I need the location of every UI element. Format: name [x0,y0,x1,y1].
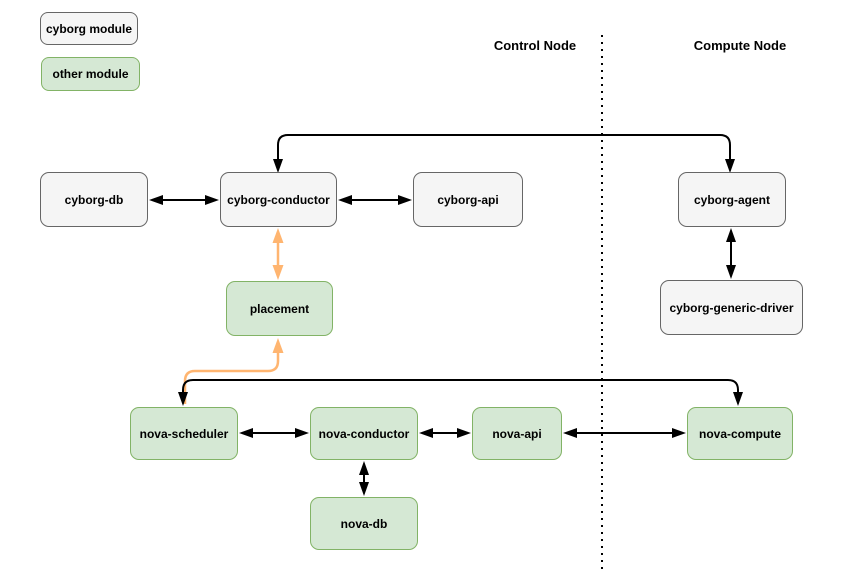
edge-nova-scheduler-nova-compute [178,379,743,406]
edge-cyborg-conductor-placement [272,228,284,280]
edge-nova-conductor-nova-db [359,461,369,496]
node-label-cyborg-generic-driver: cyborg-generic-driver [669,300,794,315]
node-label-nova-compute: nova-compute [698,426,781,441]
edge-cyborg-agent-cyborg-generic-driver [726,228,736,279]
node-nova-api: nova-api [472,407,562,460]
node-nova-scheduler: nova-scheduler [130,407,238,460]
legend-label-other-module: other module [52,67,129,81]
node-label-cyborg-db: cyborg-db [64,192,124,207]
edge-nova-scheduler-placement [183,338,284,404]
edge-nova-conductor-nova-api [419,428,471,438]
edge-nova-scheduler-nova-conductor [239,428,309,438]
edge-nova-api-nova-compute [563,428,686,438]
edge-cyborg-conductor-cyborg-api [338,195,412,205]
node-label-nova-api: nova-api [492,426,542,441]
node-cyborg-db: cyborg-db [40,172,148,227]
legend-label-cyborg-module: cyborg module [45,21,132,36]
section-label-compute-node: Compute Node [693,38,787,53]
node-nova-conductor: nova-conductor [310,407,418,460]
node-label-nova-scheduler: nova-scheduler [139,426,229,441]
legend-item-cyborg-module: cyborg module [40,12,138,45]
node-label-cyborg-api: cyborg-api [437,192,499,207]
edge-cyborg-conductor-cyborg-agent [273,134,735,173]
node-placement: placement [226,281,333,336]
node-nova-compute: nova-compute [687,407,793,460]
section-label-control-node: Control Node [493,38,577,53]
node-boundary-divider [601,35,603,570]
node-label-placement: placement [249,301,310,316]
node-label-cyborg-conductor: cyborg-conductor [227,192,330,207]
node-nova-db: nova-db [310,497,418,550]
node-label-cyborg-agent: cyborg-agent [693,192,770,207]
legend-item-other-module: other module [41,57,140,91]
node-label-nova-db: nova-db [340,516,388,531]
node-cyborg-api: cyborg-api [413,172,523,227]
node-label-nova-conductor: nova-conductor [318,426,410,441]
node-cyborg-conductor: cyborg-conductor [220,172,337,227]
node-cyborg-agent: cyborg-agent [678,172,786,227]
node-cyborg-generic-driver: cyborg-generic-driver [660,280,803,335]
edge-cyborg-db-cyborg-conductor [149,195,219,205]
